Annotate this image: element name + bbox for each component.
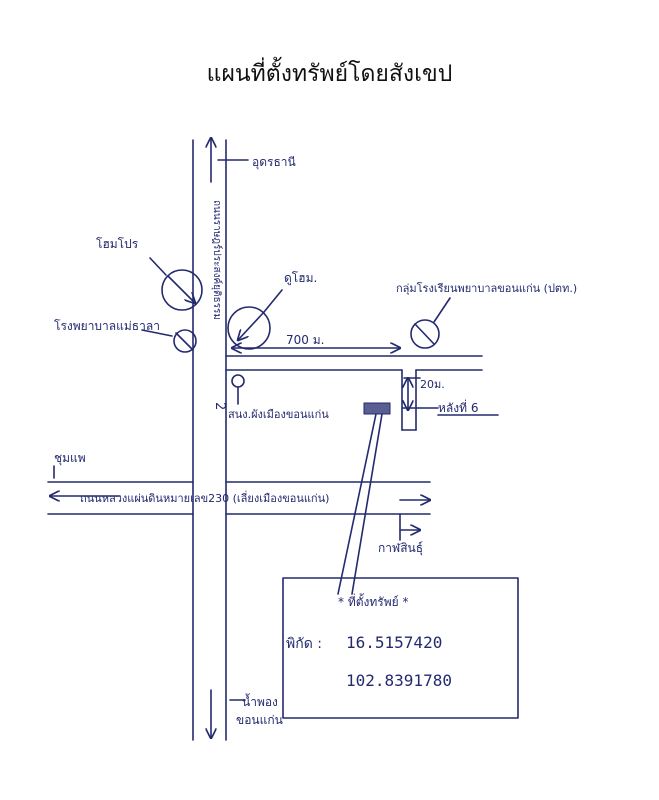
transformer-arrow-icon — [414, 323, 435, 345]
landmark-hospital: โรงพยาบาลแม่ธาลา — [54, 319, 160, 333]
horizontal-highway: ถนนหลวงแผ่นดินหมายเลข230 (เลี่ยงเมืองขอน… — [47, 481, 430, 541]
coordinates-box-title: * ที่ตั้งทรัพย์ * — [338, 593, 409, 609]
home-hub-arrow-icon — [238, 311, 265, 340]
coordinate-latitude: 16.5157420 — [346, 633, 442, 652]
landmark-gov-office: สนง.ผังเมืองขอนแก่น — [228, 408, 329, 421]
home-pro-marker-icon — [161, 269, 203, 311]
width-label: 20ม. — [420, 378, 445, 391]
landmark-transformer: กลุ่มโรงเรียนพยาบาลขอนแก่น (ปตท.) — [396, 281, 577, 295]
vertical-road-number: 2 — [212, 402, 227, 410]
vertical-road: ถนนราษฎร์ประสงค์ยุติธรรม 2 — [192, 138, 227, 741]
landmark-home-pro: โฮมโปร — [96, 237, 139, 251]
direction-west: ชุมแพ — [54, 451, 86, 466]
gov-office-marker-icon — [231, 374, 245, 388]
home-hub-leader — [263, 289, 283, 313]
direction-north: อุดรธานี — [252, 155, 296, 170]
coordinates-label: พิกัด : — [286, 636, 322, 652]
distance-label: 700 ม. — [286, 333, 324, 347]
hospital-marker-icon — [173, 329, 197, 353]
home-pro-leader — [149, 257, 167, 276]
direction-south-line2: ขอนแก่น — [236, 713, 283, 727]
hospital-arrow-icon — [175, 332, 194, 351]
highway-label: ถนนหลวงแผ่นดินหมายเลข230 (เลี่ยงเมืองขอน… — [80, 490, 329, 505]
coordinate-longitude: 102.8391780 — [346, 671, 452, 690]
vertical-road-label: ถนนราษฎร์ประสงค์ยุติธรรม — [211, 200, 223, 320]
pointer-line-right — [351, 413, 383, 595]
direction-south: น้ำพอง — [242, 693, 278, 709]
transformer-leader — [433, 297, 451, 323]
direction-south-east: กาฬสินธุ์ — [378, 541, 423, 556]
home-pro-arrow-icon — [167, 275, 195, 303]
hospital-leader — [141, 329, 173, 337]
property-marker-label: หลังที่ 6 — [438, 399, 478, 415]
property-plot-icon — [363, 402, 391, 415]
side-road — [225, 355, 483, 431]
page-title: แผนที่ตั้งทรัพย์โดยสังเขป — [206, 61, 453, 87]
pointer-line-left — [337, 413, 377, 595]
transformer-marker-icon — [410, 319, 440, 349]
landmark-home-hub: ดูโฮม. — [284, 271, 317, 286]
coordinates-box — [282, 577, 519, 719]
